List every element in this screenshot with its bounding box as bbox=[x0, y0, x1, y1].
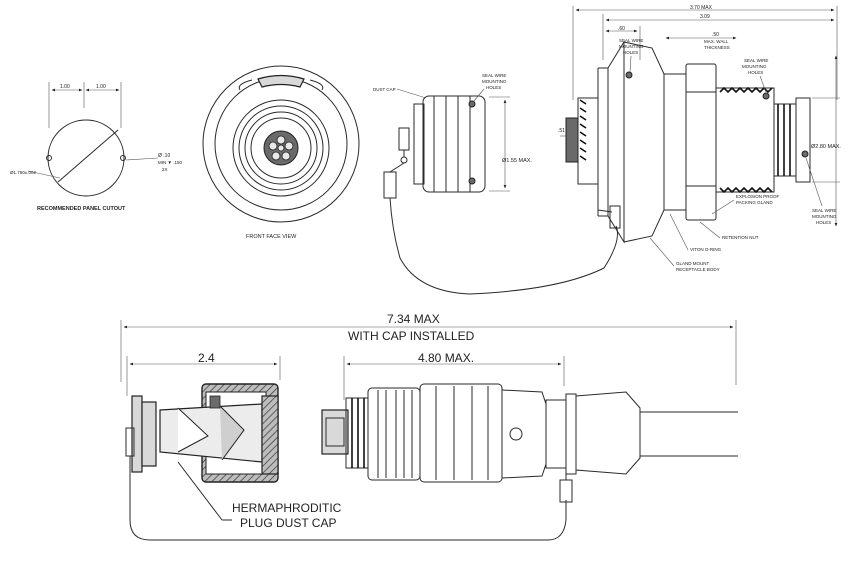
dust-cap-dia: Ø1.55 MAX. bbox=[502, 158, 532, 164]
dim-flange: .60 bbox=[618, 26, 625, 32]
dim-wall-1: .50 bbox=[712, 32, 719, 38]
panel-cutout-caption: RECOMMENDED PANEL CUTOUT bbox=[37, 206, 126, 212]
seal-b-3: HOLES bbox=[748, 70, 763, 75]
dim-left-label: 1.00 bbox=[60, 84, 70, 90]
cap-label-1: HERMAPHRODITIC bbox=[232, 501, 342, 515]
dia-main-label: Ø1.750±.002 bbox=[10, 170, 36, 175]
seal-c-3: HOLES bbox=[816, 220, 831, 225]
cutout-circle bbox=[47, 119, 125, 197]
seal-a-2: MOUNTING bbox=[619, 44, 644, 49]
front-face-caption: FRONT FACE VIEW bbox=[246, 234, 297, 240]
seal-wire-label-1: SEAL WIRE bbox=[482, 73, 506, 78]
body-label-1: GLAND MOUNT bbox=[676, 261, 710, 266]
dim-plug: 4.80 MAX. bbox=[418, 351, 474, 365]
body-label-2: RECEPTACLE BODY bbox=[676, 267, 720, 272]
dim-right-label: 1.00 bbox=[96, 84, 106, 90]
dim-total-line2: WITH CAP INSTALLED bbox=[348, 329, 475, 343]
oring-label: VITON O-RING bbox=[690, 247, 722, 252]
dim-left: .51 bbox=[558, 128, 565, 134]
seal-wire-label-2: MOUNTING bbox=[482, 79, 507, 84]
seal-b-2: MOUNTING bbox=[742, 64, 767, 69]
plug-view: 7.34 MAX WITH CAP INSTALLED 2.4 4.80 MAX… bbox=[120, 312, 738, 541]
dim-total: 3.70 MAX bbox=[690, 5, 713, 11]
dim-wall-2: MAX. WALL bbox=[704, 39, 729, 44]
seal-c-2: MOUNTING bbox=[812, 214, 837, 219]
seal-a-3: HOLES bbox=[623, 50, 638, 55]
mounting-hole-left bbox=[46, 155, 52, 161]
panel-cutout-view: 1.00 1.00 Ø1.750±.002 Ø .10 MIN ▼ .150 2… bbox=[10, 82, 182, 212]
dim-body: 3.09 bbox=[700, 14, 710, 20]
dia-right: Ø2.80 MAX. bbox=[811, 144, 841, 150]
seal-a-1: SEAL WIRE bbox=[619, 38, 643, 43]
cap-label-2: PLUG DUST CAP bbox=[240, 516, 336, 530]
mounting-hole-right bbox=[120, 155, 126, 161]
dim-total-line1: 7.34 MAX bbox=[387, 312, 440, 326]
hole-depth-label: MIN ▼ .150 bbox=[158, 160, 182, 165]
seal-wire-label-3: HOLES bbox=[486, 85, 501, 90]
hole-count-label: 2X bbox=[162, 167, 168, 172]
gland-2: PACKING GLAND bbox=[736, 200, 773, 205]
dim-cap: 2.4 bbox=[198, 351, 215, 365]
dim-wall-3: THICKNESS bbox=[704, 45, 730, 50]
gland-mount-side-view: 3.70 MAX 3.09 .60 .50 MAX. WALL THICKNES… bbox=[558, 5, 841, 272]
seal-c-1: SEAL WIRE bbox=[812, 208, 836, 213]
dust-cap-label: DUST CAP bbox=[373, 87, 396, 92]
front-face-view: FRONT FACE VIEW bbox=[202, 65, 360, 240]
gland-1: EXPLOSION PROOF bbox=[736, 194, 780, 199]
dia-hole-label: Ø .10 bbox=[158, 153, 170, 159]
seal-b-1: SEAL WIRE bbox=[744, 58, 768, 63]
retention-nut-label: RETENTION NUT bbox=[722, 235, 759, 240]
dust-cap-view: Ø1.55 MAX. DUST CAP SEAL WIRE MOUNTING H… bbox=[373, 73, 618, 295]
